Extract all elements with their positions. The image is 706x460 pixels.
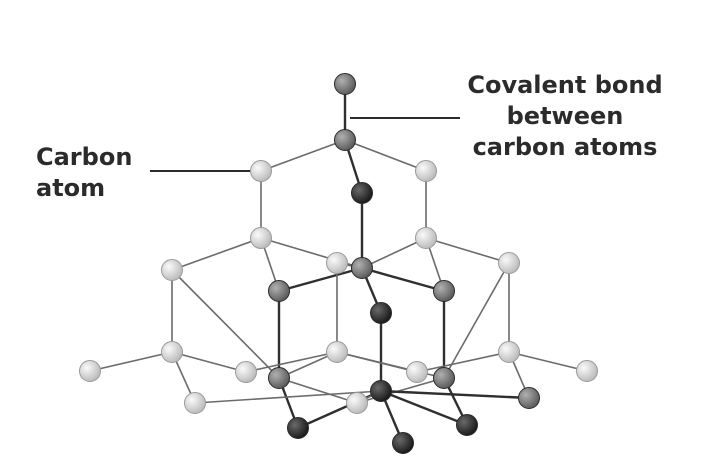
- carbon-atom-mr2: [433, 367, 455, 389]
- covalent-bond-line-9: [361, 237, 427, 269]
- covalent-bond-line-21: [171, 269, 280, 379]
- carbon-atom-m2: [326, 341, 348, 363]
- covalent-bond-line-45: [380, 389, 530, 400]
- carbon-atom-b2: [406, 361, 428, 383]
- carbon-atom-label-line-2: atom: [36, 174, 106, 202]
- covalent-bond-line-44: [194, 390, 382, 404]
- carbon-atom-l2: [250, 227, 272, 249]
- carbon-atom-rr2: [498, 341, 520, 363]
- covalent-bond-line-35: [336, 351, 445, 379]
- carbon-atom-d1: [351, 182, 373, 204]
- covalent-bond-line-14: [278, 266, 363, 293]
- covalent-bond-line-2: [260, 139, 346, 172]
- covalent-bond-line-29: [508, 351, 588, 372]
- covalent-bond-line-26: [89, 351, 173, 372]
- carbon-atom-m1: [326, 252, 348, 274]
- carbon-atom-top: [334, 73, 356, 95]
- carbon-atom-bl: [184, 392, 206, 414]
- leader-lines: [150, 117, 460, 172]
- carbon-atom-bot: [392, 432, 414, 454]
- carbon-atom-fr: [576, 360, 598, 382]
- covalent-bond-line-42: [380, 389, 468, 427]
- covalent-bond-line-15: [361, 266, 445, 293]
- carbon-atom-ml: [268, 280, 290, 302]
- covalent-bond-line-27: [171, 351, 247, 373]
- carbon-atom-br: [518, 387, 540, 409]
- carbon-atom-dl: [287, 417, 309, 439]
- carbon-atom-mr: [433, 280, 455, 302]
- carbon-atom-ml2: [268, 367, 290, 389]
- covalent-bond-label-line-3: carbon atoms: [472, 133, 658, 161]
- carbon-atom-r1: [415, 160, 437, 182]
- covalent-bond-line-38: [356, 377, 445, 404]
- carbon-atom-r2: [415, 227, 437, 249]
- carbon-atom-fl: [79, 360, 101, 382]
- carbon-atom-l1: [250, 160, 272, 182]
- covalent-bond-line-3: [344, 139, 427, 172]
- carbon-atom-d3: [370, 380, 392, 402]
- carbon-atom-label: Carbon atom: [36, 142, 176, 204]
- covalent-bond-line-36: [278, 377, 358, 404]
- covalent-bond-line-10: [171, 237, 262, 271]
- carbon-atom-c1: [351, 257, 373, 279]
- covalent-bond-line-22: [443, 262, 510, 379]
- carbon-atom-dr: [456, 414, 478, 436]
- atoms-layer: [79, 73, 598, 454]
- covalent-bond-line-32: [245, 351, 338, 373]
- carbon-atom-bm: [346, 392, 368, 414]
- covalent-bond-label: Covalent bond between carbon atoms: [440, 70, 690, 163]
- carbon-atom-a1: [334, 129, 356, 151]
- covalent-bond-label-line-2: between: [506, 102, 624, 130]
- carbon-atom-ll2: [161, 341, 183, 363]
- covalent-bond-line-11: [425, 237, 510, 264]
- carbon-atom-label-line-1: Carbon: [36, 143, 133, 171]
- covalent-bond-line-30: [416, 351, 510, 373]
- carbon-atom-ll1: [161, 259, 183, 281]
- carbon-atom-b1: [235, 361, 257, 383]
- carbon-atom-rr1: [498, 252, 520, 274]
- carbon-atom-d2: [370, 302, 392, 324]
- covalent-bond-label-line-1: Covalent bond: [467, 71, 663, 99]
